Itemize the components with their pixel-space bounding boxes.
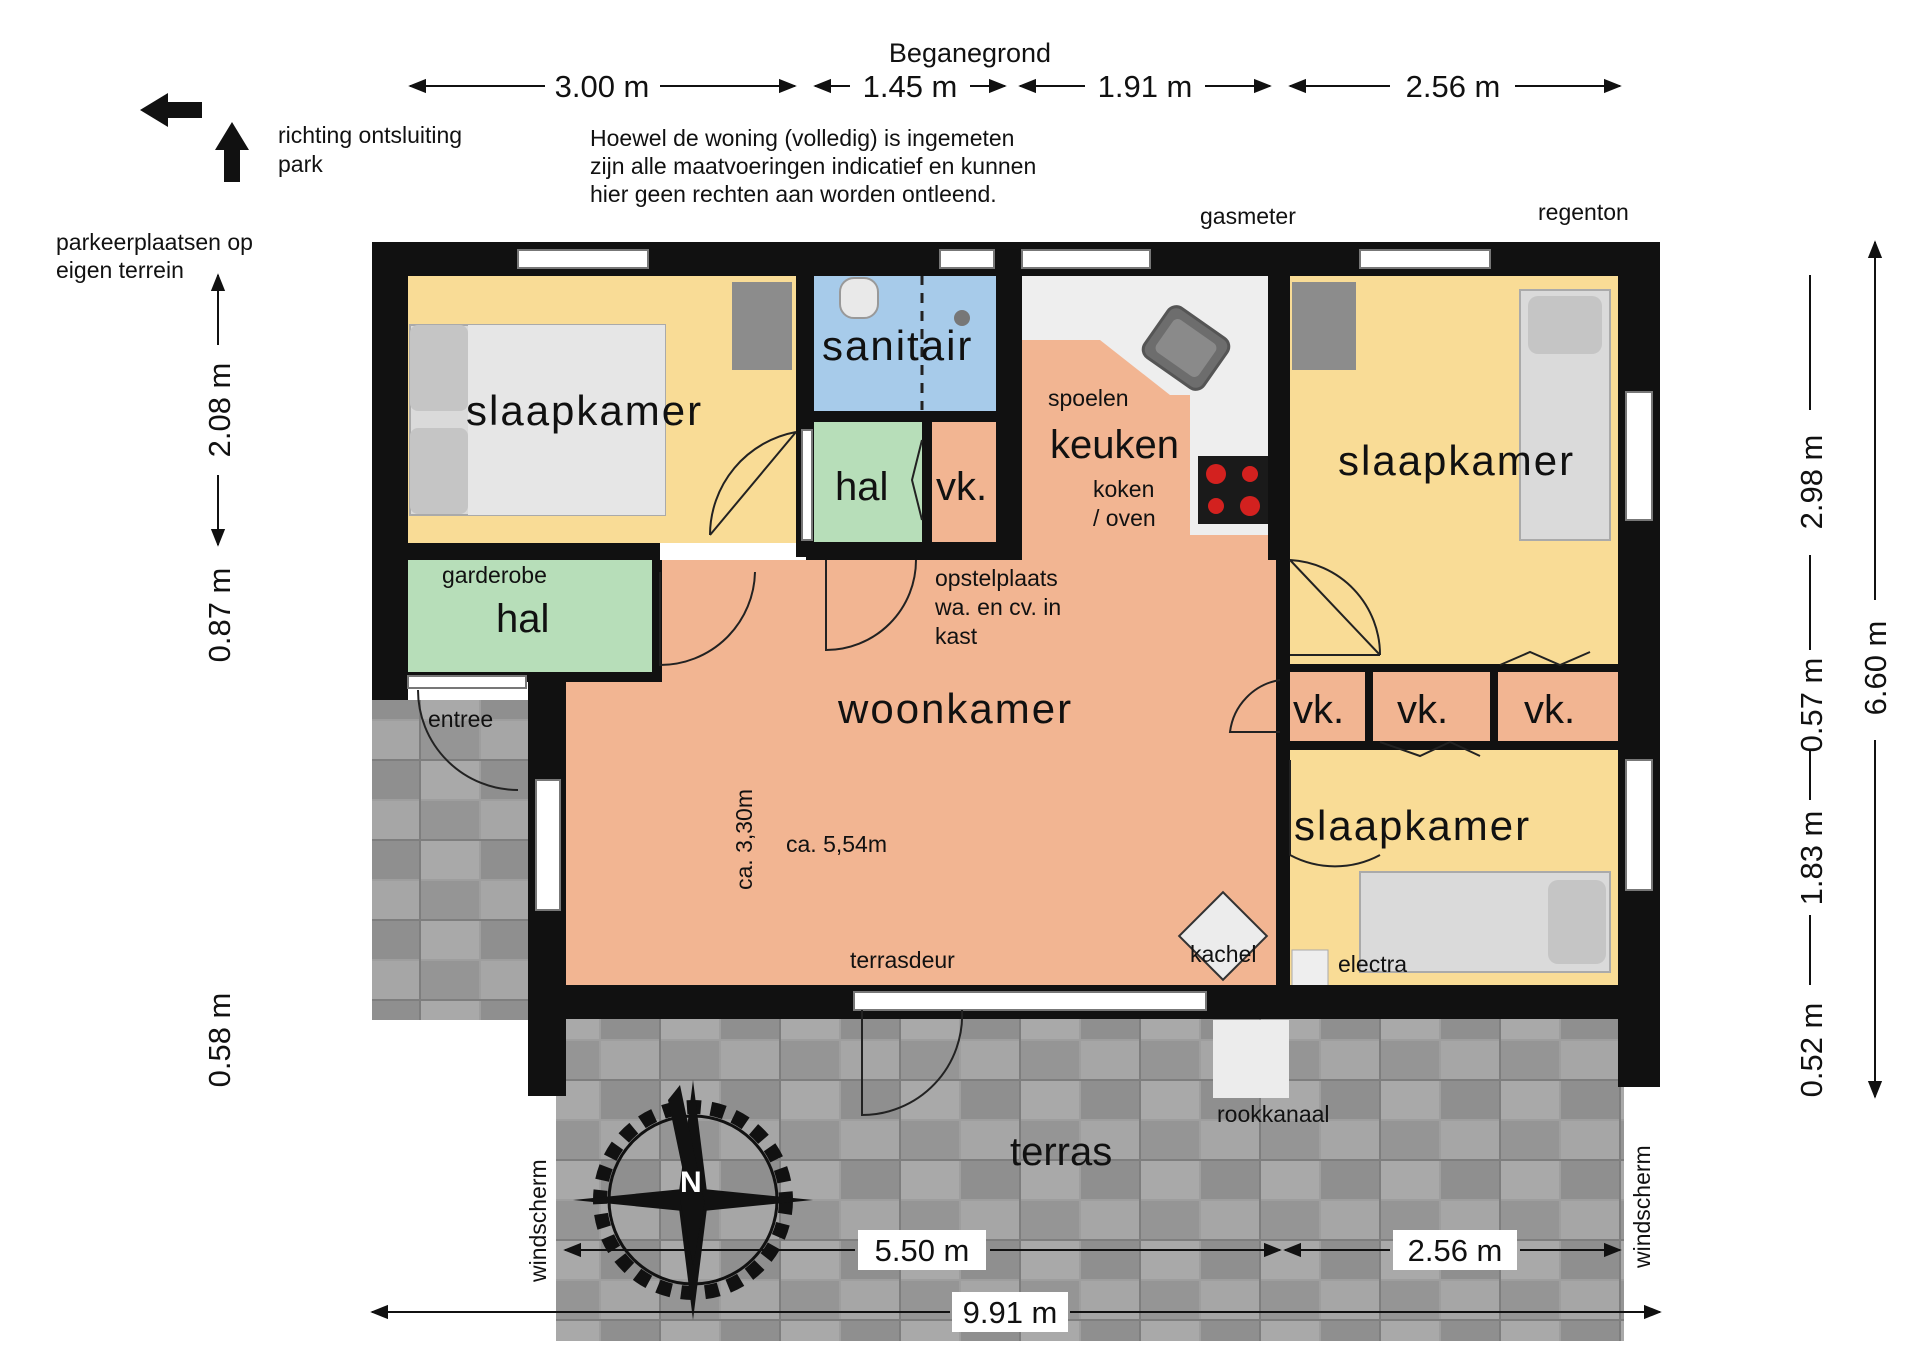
slaapkamer-3-label: slaapkamer <box>1294 802 1531 849</box>
disclaimer-line-1: Hoewel de woning (volledig) is ingemeten <box>590 125 1014 151</box>
kitchen-sink-basin <box>1155 319 1217 377</box>
dim-top-3: 1.91 m <box>1098 69 1193 104</box>
compass-north-label: N <box>680 1166 702 1199</box>
hal-small-floor <box>814 422 922 542</box>
dim-left-3: 0.58 m <box>202 993 237 1088</box>
dim-right-3: 1.83 m <box>1794 811 1829 906</box>
woonkamer-width-label: ca. 5,54m <box>786 831 887 857</box>
parking-label-1: parkeerplaatsen op <box>56 229 253 255</box>
cooktop-burner <box>1208 498 1224 514</box>
vk-small-label: vk. <box>936 465 987 509</box>
slaapkamer-1-label: slaapkamer <box>466 387 703 434</box>
electra-box <box>1291 949 1329 987</box>
dim-top-2: 1.45 m <box>863 69 958 104</box>
gasmeter-label: gasmeter <box>1200 203 1296 229</box>
opstel-label-1: opstelplaats <box>935 565 1058 591</box>
direction-label-2: park <box>278 151 323 177</box>
terras-label: terras <box>1010 1130 1112 1174</box>
washbasin-1 <box>732 282 792 370</box>
door-swings <box>417 431 1591 1117</box>
dim-right-2: 0.57 m <box>1794 658 1829 753</box>
kachel-label: kachel <box>1190 941 1256 967</box>
dim-bottom-box-2 <box>1393 1230 1517 1270</box>
woonkamer-label: woonkamer <box>837 685 1073 732</box>
dim-bottom-total: 9.91 m <box>963 1295 1058 1330</box>
koken-label-2: / oven <box>1093 505 1156 531</box>
shower-drain <box>954 310 970 326</box>
dim-top-1: 3.00 m <box>555 69 650 104</box>
vk-label-1: vk. <box>1293 688 1344 732</box>
regenton-label: regenton <box>1538 199 1629 225</box>
bed-single-2 <box>1359 871 1611 973</box>
electra-label: electra <box>1338 951 1407 977</box>
parking-label-2: eigen terrein <box>56 257 184 283</box>
arrow-left-icon <box>140 93 202 127</box>
hal-floor <box>408 560 655 672</box>
entree-label: entree <box>428 706 493 732</box>
disclaimer-line-3: hier geen rechten aan worden ontleend. <box>590 181 997 207</box>
bed-double <box>409 324 666 516</box>
opstel-label-3: kast <box>935 623 978 649</box>
windscherm-label-right: windscherm <box>1629 1145 1655 1269</box>
cooktop-burner <box>1242 466 1258 482</box>
sanitair-label: sanitair <box>822 322 973 369</box>
plan-title: Beganegrond <box>889 38 1051 68</box>
opstel-label-2: wa. en cv. in <box>934 594 1061 620</box>
windows <box>407 249 1653 1011</box>
garderobe-label: garderobe <box>442 562 547 588</box>
dim-bottom-box-1 <box>858 1230 986 1270</box>
dim-left-2: 0.87 m <box>202 568 237 663</box>
cooktop-burner <box>1206 464 1226 484</box>
cooktop-burner <box>1240 496 1260 516</box>
direction-label-1: richting ontsluiting <box>278 122 462 148</box>
disclaimer-line-2: zijn alle maatvoeringen indicatief en ku… <box>590 153 1036 179</box>
compass-rose <box>573 1080 813 1320</box>
vk-small-floor <box>932 422 1006 542</box>
hal-label: hal <box>496 597 549 641</box>
dim-bottom-2: 2.56 m <box>1408 1233 1503 1268</box>
koken-label-1: koken <box>1093 476 1154 502</box>
bed-single-1 <box>1519 289 1611 541</box>
walls <box>372 242 1660 1096</box>
woonkamer-depth-label: ca. 3,30m <box>731 789 757 890</box>
dim-right-total: 6.60 m <box>1858 621 1893 716</box>
dim-total-box <box>952 1292 1068 1332</box>
dim-top-4: 2.56 m <box>1406 69 1501 104</box>
slaapkamer-2-label: slaapkamer <box>1338 437 1575 484</box>
terrasdeur-label: terrasdeur <box>850 947 955 973</box>
washbasin-2 <box>1292 282 1356 370</box>
rookkanaal-box <box>1213 1020 1289 1098</box>
rookkanaal-label: rookkanaal <box>1217 1101 1330 1127</box>
vk-label-3: vk. <box>1524 688 1575 732</box>
dim-right-4: 0.52 m <box>1794 1003 1829 1098</box>
windscherm-label-left: windscherm <box>525 1159 551 1283</box>
dim-left-1: 2.08 m <box>202 363 237 458</box>
hal-small-label: hal <box>835 465 888 509</box>
toilet <box>839 277 879 319</box>
dimension-lines <box>210 78 1883 1320</box>
cooktop <box>1198 456 1268 524</box>
vk-row-floor <box>1290 670 1618 742</box>
arrow-up-icon <box>215 122 249 182</box>
vk-label-2: vk. <box>1397 688 1448 732</box>
dim-right-1: 2.98 m <box>1794 435 1829 530</box>
dim-bottom-1: 5.50 m <box>875 1233 970 1268</box>
entree-paving <box>372 700 528 1020</box>
keuken-label: keuken <box>1050 423 1179 467</box>
spoelen-label: spoelen <box>1048 385 1129 411</box>
kachel-stove <box>1177 890 1269 982</box>
